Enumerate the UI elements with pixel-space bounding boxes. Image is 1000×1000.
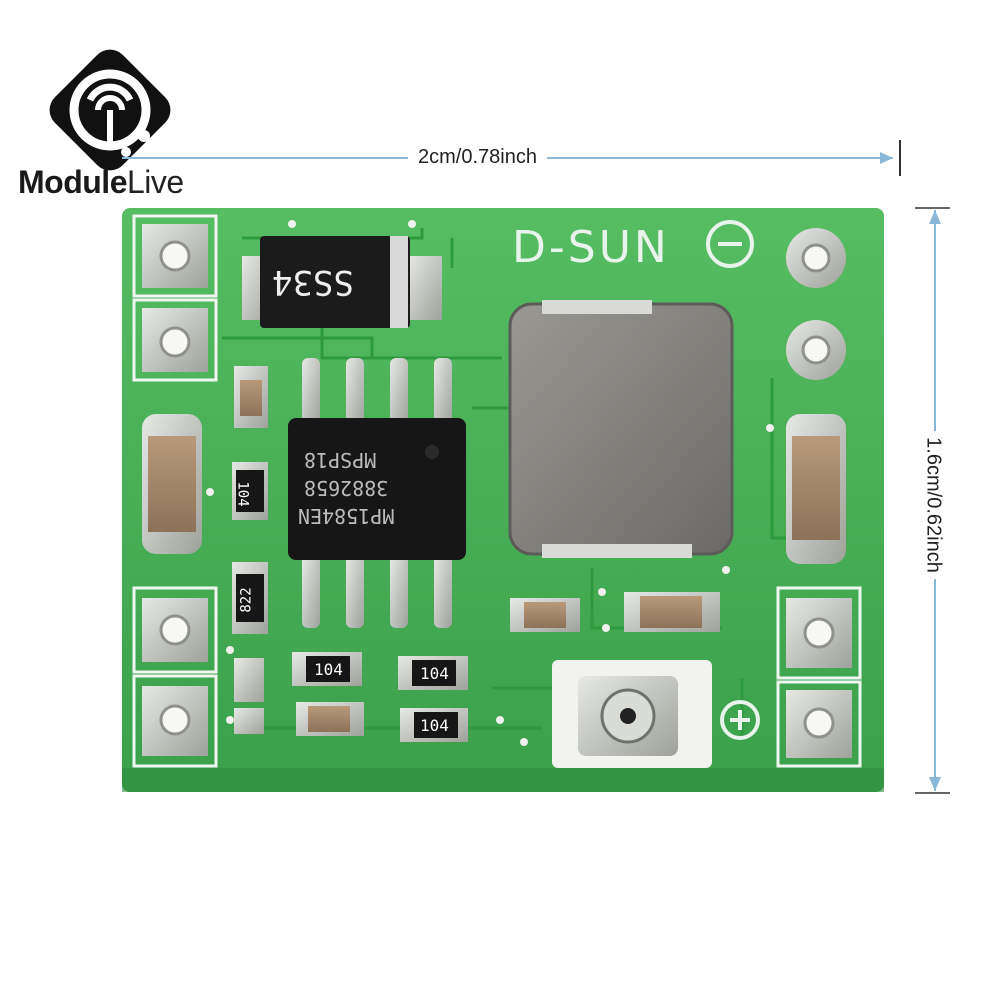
resistor-marking-822: 822	[238, 587, 255, 613]
ic-marking-3: MP1584EN	[298, 504, 395, 528]
ic-marking-2: 3882658	[304, 476, 389, 500]
brand-name: ModuleLive	[18, 164, 184, 201]
board-silkscreen-label: D-SUN	[512, 222, 670, 273]
minus-icon	[706, 220, 754, 268]
module-live-logo-icon	[49, 49, 171, 171]
resistor-marking-left: 104	[234, 481, 251, 507]
brand-part-2: Live	[126, 164, 184, 200]
resistor-marking-104-b: 104	[420, 664, 449, 683]
plus-icon	[720, 700, 760, 740]
resistor-marking-104-c: 104	[420, 716, 449, 735]
height-dimension-label: 1.6cm/0.62inch	[921, 431, 945, 579]
ic-marking-1: MPSP18	[304, 448, 377, 472]
width-dimension-label: 2cm/0.78inch	[408, 146, 547, 169]
resistor-marking-104-a: 104	[314, 660, 343, 679]
pcb-board	[122, 208, 884, 792]
brand-part-1: Module	[18, 164, 127, 200]
diode-marking: SS34	[272, 262, 354, 302]
